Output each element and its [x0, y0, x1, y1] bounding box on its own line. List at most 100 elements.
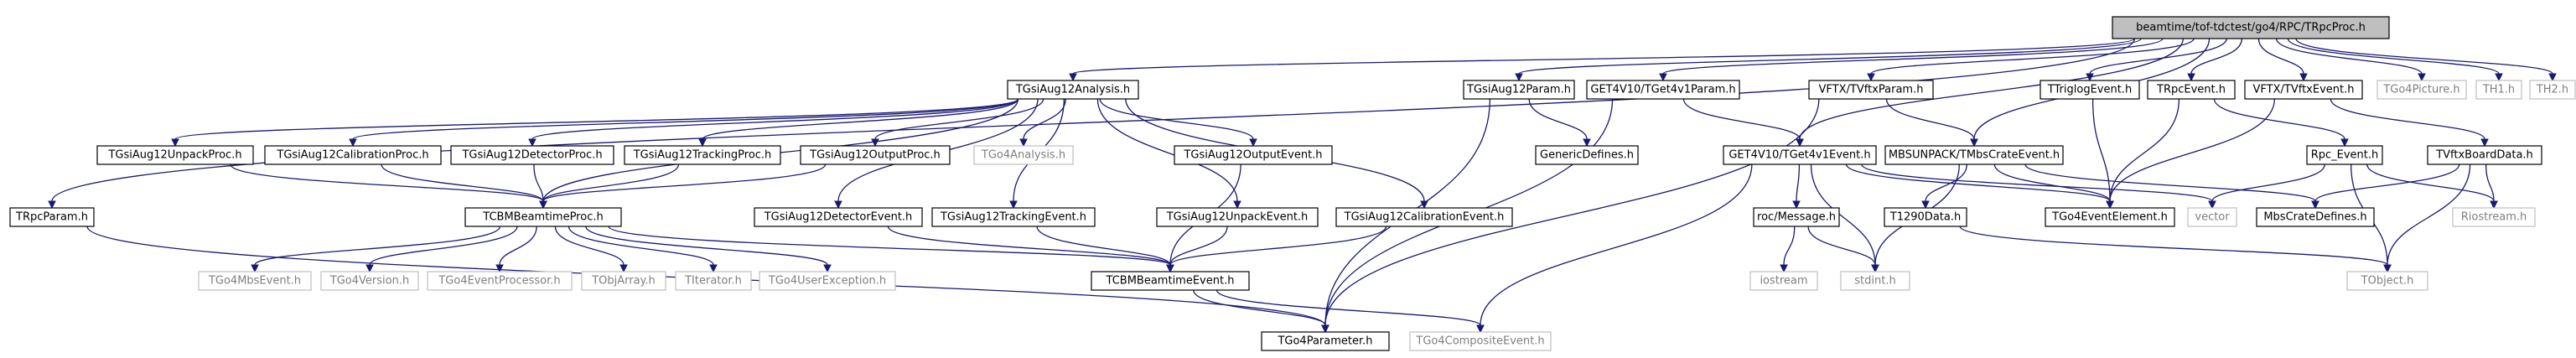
node-label: TH2.h: [2536, 84, 2568, 96]
edge-line: [2190, 38, 2242, 75]
edge-triglog-to-go4element: [2091, 98, 2114, 210]
node-calibproc[interactable]: TGsiAug12CalibrationProc.h: [264, 145, 442, 165]
node-t1290[interactable]: T1290Data.h: [1884, 207, 1967, 227]
node-param[interactable]: TGsiAug12Param.h: [1463, 80, 1575, 100]
node-root[interactable]: beamtime/tof-tdctest/go4/RPC/TRpcProc.h: [2112, 16, 2390, 39]
edge-line: [1885, 98, 1975, 140]
edge-arrowhead: [251, 264, 259, 273]
edge-arrowhead: [1871, 264, 1879, 273]
node-box: [1586, 80, 1740, 100]
edge-arrowhead: [2208, 200, 2216, 210]
edge-line: [2213, 98, 2345, 140]
node-label: Rpc_Event.h: [2311, 149, 2379, 162]
edge-beamevent-to-go4parameter: [1193, 289, 1329, 334]
edge-line: [1518, 38, 2142, 75]
node-beamproc[interactable]: TCBMBeamtimeProc.h: [464, 207, 622, 227]
edge-root-to-rpcevent: [2187, 38, 2242, 82]
node-go4analysis: TGo4Analysis.h: [973, 145, 1074, 165]
edge-line: [1528, 98, 1588, 140]
edge-line: [1324, 98, 1820, 326]
edge-get4event-to-go4element: [1845, 163, 2114, 210]
node-label: TGsiAug12TrackingProc.h: [633, 149, 772, 162]
node-box: [2045, 207, 2175, 227]
node-label: TH1.h: [2482, 84, 2515, 96]
node-box: [2112, 16, 2390, 39]
edge-line: [1845, 163, 2111, 202]
node-outproc[interactable]: TGsiAug12OutputProc.h: [800, 145, 951, 165]
node-mbscratedef[interactable]: MbsCrateDefines.h: [2256, 207, 2375, 227]
node-detevent[interactable]: TGsiAug12DetectorEvent.h: [754, 207, 923, 227]
node-vftxparam[interactable]: VFTX/TVftxParam.h: [1808, 80, 1934, 100]
node-th2: TH2.h: [2529, 80, 2576, 100]
edge-line: [2275, 38, 2423, 75]
edge-root-to-th1: [2287, 38, 2503, 82]
node-label: TGo4EventProcessor.h: [438, 275, 560, 288]
edge-arrowhead: [1921, 200, 1930, 210]
node-trackproc[interactable]: TGsiAug12TrackingProc.h: [624, 145, 781, 165]
edge-trackevent-to-beamevent: [1036, 226, 1174, 273]
edge-beamproc-to-eventproc: [495, 226, 537, 273]
edge-line: [1023, 98, 1066, 140]
node-mbscrate[interactable]: MBSUNPACK/TMbsCrateEvent.h: [1884, 145, 2064, 165]
edge-arrowhead: [2311, 200, 2319, 210]
node-rpcevent[interactable]: TRpcEvent.h: [2147, 80, 2236, 100]
node-box: [1409, 331, 1552, 351]
node-triglog[interactable]: TTriglogEvent.h: [2040, 80, 2140, 100]
node-box: [9, 207, 95, 227]
edge-arrowhead: [1166, 264, 1174, 273]
node-go4element[interactable]: TGo4EventElement.h: [2045, 207, 2175, 227]
node-box: [931, 207, 1096, 227]
node-go4parameter[interactable]: TGo4Parameter.h: [1261, 331, 1390, 351]
edge-line: [608, 226, 1171, 266]
edge-beamproc-to-titerator: [568, 226, 718, 273]
edge-t1290-to-tobject: [1959, 226, 2392, 273]
node-outevent[interactable]: TGsiAug12OutputEvent.h: [1174, 145, 1333, 165]
node-generic[interactable]: GenericDefines.h: [1535, 145, 1639, 165]
edge-arrowhead: [2480, 138, 2489, 148]
node-get4event[interactable]: GET4V10/TGet4v1Event.h: [1723, 145, 1877, 165]
edge-line: [2257, 38, 2304, 75]
edge-arrowhead: [1583, 138, 1591, 148]
node-unpackevent[interactable]: TGsiAug12UnpackEvent.h: [1156, 207, 1319, 227]
edge-line: [352, 98, 1019, 140]
node-unpackproc[interactable]: TGsiAug12UnpackProc.h: [96, 145, 254, 165]
edge-unpackevent-to-beamevent: [1166, 226, 1228, 273]
node-calibevent[interactable]: TGsiAug12CalibrationEvent.h: [1335, 207, 1513, 227]
edge-line: [585, 226, 828, 266]
edge-arrowhead: [2299, 73, 2308, 82]
edge-beamproc-to-tobjarray: [554, 226, 628, 273]
edge-line: [887, 226, 1171, 266]
node-label: TGo4EventElement.h: [2051, 211, 2168, 224]
node-box: [624, 145, 781, 165]
edge-line: [1036, 226, 1171, 266]
node-label: beamtime/tof-tdctest/go4/RPC/TRpcProc.h: [2136, 22, 2366, 34]
edge-line: [254, 226, 501, 266]
node-get4param[interactable]: GET4V10/TGet4v1Param.h: [1586, 80, 1740, 100]
edge-line: [1480, 163, 1753, 326]
node-analysis[interactable]: TGsiAug12Analysis.h: [1007, 80, 1139, 100]
node-rpcevt[interactable]: Rpc_Event.h: [2306, 145, 2383, 165]
node-label: MBSUNPACK/TMbsCrateEvent.h: [1889, 149, 2060, 162]
node-vftxevent[interactable]: VFTX/TVftxEvent.h: [2244, 80, 2363, 100]
node-box: [1840, 271, 1910, 291]
node-label: TGsiAug12DetectorEvent.h: [764, 211, 913, 224]
edge-root-to-get4param: [1659, 38, 2164, 82]
edge-root-to-picture: [2275, 38, 2426, 82]
node-rpcparam[interactable]: TRpcParam.h: [9, 207, 95, 227]
edge-arrowhead: [1321, 324, 1329, 334]
node-trackevent[interactable]: TGsiAug12TrackingEvent.h: [931, 207, 1096, 227]
node-vftxboard[interactable]: TVftxBoardData.h: [2427, 145, 2542, 165]
edge-arrowhead: [871, 138, 879, 148]
node-box: [96, 145, 254, 165]
node-box: [1753, 207, 1840, 227]
node-box: [1261, 331, 1390, 351]
node-box: [1535, 145, 1639, 165]
node-box: [675, 271, 752, 291]
node-label: GenericDefines.h: [1540, 149, 1634, 162]
edge-arrowhead: [2106, 200, 2114, 210]
edge-arrowhead: [365, 264, 374, 273]
node-detproc[interactable]: TGsiAug12DetectorProc.h: [450, 145, 614, 165]
node-rocmsg[interactable]: roc/Message.h: [1753, 207, 1840, 227]
node-label: Riostream.h: [2461, 211, 2527, 224]
node-beamevent[interactable]: TCBMBeamtimeEvent.h: [1091, 271, 1250, 291]
